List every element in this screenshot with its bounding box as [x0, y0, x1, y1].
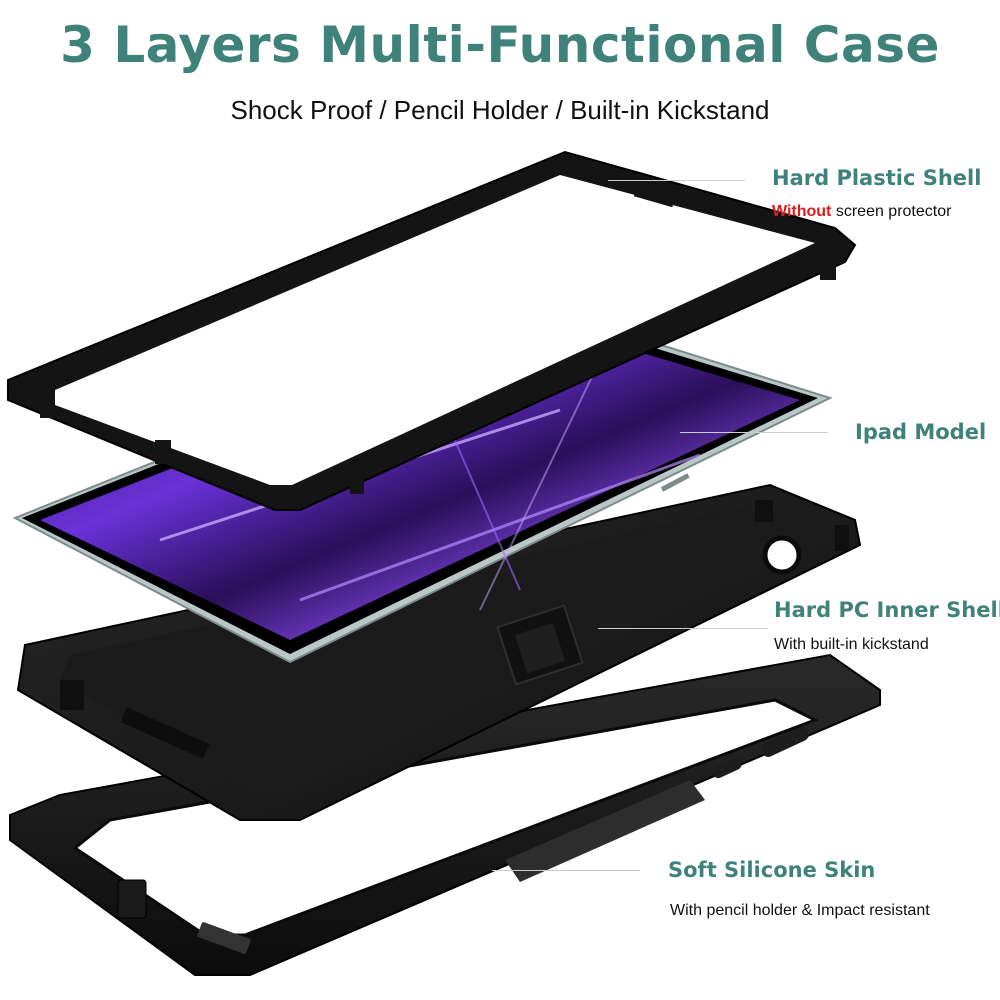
label-soft-silicone-skin: Soft Silicone Skin [668, 858, 876, 882]
page-subtitle: Shock Proof / Pencil Holder / Built-in K… [230, 95, 770, 125]
leader-line-ipad-model [680, 432, 828, 433]
desc-rest-screen-protector: screen protector [831, 203, 952, 220]
soft-silicone-skin-layer [9, 653, 881, 976]
hard-plastic-shell-layer [7, 150, 857, 511]
desc-highlight-without: Without [772, 203, 832, 220]
label-ipad-model: Ipad Model [855, 420, 987, 444]
desc-soft-silicone-skin: With pencil holder & Impact resistant [670, 902, 930, 919]
desc-hard-pc-inner-shell: With built-in kickstand [774, 636, 929, 653]
page-title: 3 Layers Multi-Functional Case [60, 16, 940, 74]
tablet-model-layer [12, 305, 833, 664]
leader-line-hard-pc-inner-shell [598, 628, 768, 629]
leader-line-soft-silicone-skin [492, 870, 640, 871]
desc-hard-plastic-shell: Without screen protector [772, 203, 951, 221]
hard-pc-inner-shell-layer [16, 483, 862, 821]
leader-line-hard-plastic-shell [608, 180, 745, 181]
label-hard-plastic-shell: Hard Plastic Shell [772, 166, 982, 190]
label-hard-pc-inner-shell: Hard PC Inner Shell [774, 598, 1000, 622]
